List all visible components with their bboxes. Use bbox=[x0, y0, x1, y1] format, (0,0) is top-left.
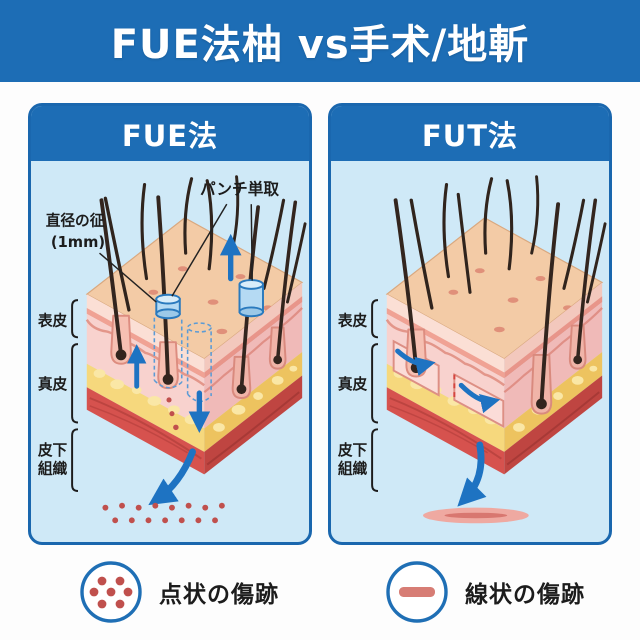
fut-panel-header: FUT法 bbox=[331, 106, 609, 161]
subcutaneous-label-line1: 皮下 bbox=[338, 441, 368, 459]
page-title: FUE法柚 vs手术/地斬 bbox=[110, 22, 530, 68]
fue-panel-header: FUE法 bbox=[31, 106, 309, 161]
fut-panel: FUT法 bbox=[328, 103, 612, 545]
fue-arrows bbox=[126, 233, 242, 506]
dot-scars bbox=[102, 397, 225, 524]
diameter-label-line1: 直径の征 bbox=[46, 212, 105, 230]
fat-blobs bbox=[93, 365, 298, 432]
subcutaneous-label-line2: 組織 bbox=[38, 459, 68, 477]
title-bar: FUE法柚 vs手术/地斬 bbox=[0, 0, 640, 82]
legend-line-scar-icon bbox=[386, 561, 448, 623]
legend-dot-scar-icon bbox=[80, 561, 142, 623]
legend-dot-scar-label: 点状の傷跡 bbox=[159, 582, 279, 608]
dermis-label: 真皮 bbox=[38, 375, 68, 393]
legend-line-scar-label: 線状の傷跡 bbox=[465, 582, 585, 608]
fue-follicles bbox=[99, 195, 298, 399]
transfer-arrow bbox=[148, 448, 196, 506]
punch-extraction-label: パンチ単取 bbox=[200, 179, 279, 198]
leader-lines bbox=[99, 203, 253, 303]
subcutaneous-label-line2: 組織 bbox=[338, 459, 368, 477]
layer-brackets bbox=[71, 299, 79, 492]
fut-hairs bbox=[409, 175, 607, 310]
legend: 点状の傷跡 線状の傷跡 bbox=[0, 553, 640, 633]
punch-tool-icon bbox=[155, 293, 181, 320]
legend-dot-scar: 点状の傷跡 bbox=[78, 559, 279, 625]
diameter-label-line2: (1mm) bbox=[51, 234, 105, 251]
dermis-label: 真皮 bbox=[338, 375, 368, 393]
punch-tool-inserted-icon bbox=[238, 279, 264, 318]
subcutaneous-label-line1: 皮下 bbox=[38, 441, 68, 459]
fue-hairs bbox=[103, 175, 307, 312]
legend-line-scar: 線状の傷跡 bbox=[384, 559, 585, 625]
epidermis-label: 表皮 bbox=[38, 312, 68, 330]
strip-arrow-1 bbox=[395, 348, 436, 376]
fut-skin-cube bbox=[385, 217, 604, 475]
fut-illustration: 表皮 真皮 皮下 組織 bbox=[338, 175, 607, 524]
fut-arrows bbox=[395, 348, 501, 507]
transfer-arrow bbox=[457, 441, 487, 507]
linear-scar bbox=[423, 507, 529, 524]
fue-panel: FUE法 bbox=[28, 103, 312, 545]
strip-arrow-2 bbox=[458, 382, 501, 414]
epidermis-label: 表皮 bbox=[338, 312, 368, 330]
fue-illustration: パンチ単取 直径の征 (1mm) 表皮 真皮 皮下 組織 bbox=[38, 175, 307, 524]
fut-follicles bbox=[393, 198, 598, 415]
layer-brackets bbox=[371, 299, 379, 492]
